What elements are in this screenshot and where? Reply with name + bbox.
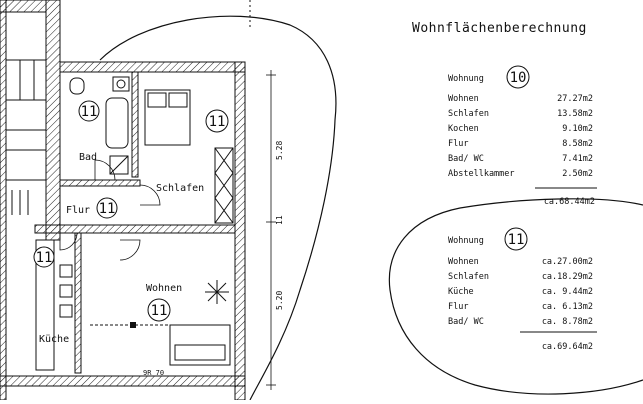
wall-kitchen-living — [74, 232, 82, 374]
svg-text:11: 11 — [36, 250, 53, 266]
apartment-11-number: 11 — [508, 232, 525, 248]
apt11-room: Wohnen — [448, 257, 479, 267]
apartment-10-number: 10 — [510, 70, 527, 86]
wall-corridor-bottom — [34, 224, 236, 234]
floor-plan: Bad Schlafen Flur Wohnen Küche 11 11 11 … — [0, 0, 337, 401]
dimension-bottom: 9R 70 — [143, 369, 164, 377]
dimension-line-right — [266, 70, 276, 390]
apartment-10-total: ca.68.44m2 — [544, 197, 595, 207]
sheet-title: Wohnflächenberechnung — [412, 21, 587, 36]
apt10-room: Flur — [448, 139, 468, 149]
apt11-room: Küche — [448, 287, 474, 297]
svg-text:11: 11 — [151, 303, 168, 319]
apt11-area: ca. 6.13m2 — [542, 302, 593, 312]
room-label-kueche: Küche — [39, 334, 69, 345]
apt10-area: 13.58m2 — [557, 109, 593, 119]
apt10-room: Schlafen — [448, 109, 489, 119]
stair-treads — [6, 59, 46, 215]
apt10-area: 2.50m2 — [562, 169, 593, 179]
wall-staircase — [45, 0, 61, 241]
unit-marker-flur: 11 — [96, 197, 118, 219]
door-kitchen — [59, 232, 78, 251]
kitchen-counter — [35, 239, 55, 371]
shower-fixture — [109, 155, 129, 175]
apartment-10-label: Wohnung — [448, 74, 484, 84]
dimension-lower: 5.20 — [275, 291, 284, 310]
apt11-room: Flur — [448, 302, 468, 312]
room-label-wohnen: Wohnen — [146, 283, 182, 294]
wall-corridor-top — [59, 179, 141, 187]
area-calculation: Wohnflächenberechnung Wohnung 10 Wohnen … — [388, 21, 643, 395]
apartment-11-table: Wohnung 11 Wohnen ca.27.00m2 Schlafen ca… — [448, 227, 597, 352]
apt11-area: ca.27.00m2 — [542, 257, 593, 267]
apt10-area: 8.58m2 — [562, 139, 593, 149]
dimension-middle: 11 — [275, 215, 284, 225]
room-label-schlafen: Schlafen — [156, 183, 204, 194]
door-bath — [94, 159, 116, 181]
wall-bath-bedroom — [131, 71, 139, 178]
room-label-bad: Bad — [79, 152, 97, 163]
wall-shaft — [0, 0, 47, 13]
unit-marker-living: 11 — [147, 298, 171, 322]
apt10-room: Abstellkammer — [448, 169, 515, 179]
revision-cloud-table — [388, 198, 643, 395]
unit-marker-bedroom: 11 — [205, 109, 229, 133]
toilet-fixture — [69, 77, 85, 95]
wall-right — [234, 61, 246, 401]
wall-left-outer — [0, 0, 7, 401]
svg-text:11: 11 — [99, 201, 116, 217]
apartment-11-total: ca.69.64m2 — [542, 342, 593, 352]
apt11-area: ca.18.29m2 — [542, 272, 593, 282]
unit-marker-bath: 11 — [78, 100, 100, 122]
apt11-area: ca. 8.78m2 — [542, 317, 593, 327]
apt10-room: Wohnen — [448, 94, 479, 104]
svg-text:11: 11 — [81, 104, 98, 120]
wall-bottom — [0, 375, 246, 387]
svg-text:11: 11 — [209, 114, 226, 130]
apt10-room: Kochen — [448, 124, 479, 134]
apartment-10-table: Wohnung 10 Wohnen 27.27m2 Schlafen 13.58… — [448, 65, 597, 207]
bed — [144, 89, 191, 146]
wardrobe — [214, 147, 234, 224]
bathtub-fixture — [105, 97, 129, 149]
apt10-area: 7.41m2 — [562, 154, 593, 164]
sofa — [169, 324, 231, 366]
apt10-area: 27.27m2 — [557, 94, 593, 104]
apt10-room: Bad/ WC — [448, 154, 484, 164]
room-label-flur: Flur — [66, 205, 90, 216]
sink-fixture — [112, 76, 130, 92]
apt11-room: Schlafen — [448, 272, 489, 282]
door-bedroom — [139, 184, 161, 206]
apt10-area: 9.10m2 — [562, 124, 593, 134]
plant-symbol — [205, 280, 229, 304]
apt11-area: ca. 9.44m2 — [542, 287, 593, 297]
living-table — [130, 322, 136, 328]
revision-cloud-plan — [99, 15, 337, 401]
unit-marker-kitchen: 11 — [33, 246, 55, 268]
door-living — [119, 239, 141, 261]
wall-top — [59, 61, 246, 73]
apartment-11-label: Wohnung — [448, 236, 484, 246]
dimension-upper: 5.28 — [275, 141, 284, 160]
apt11-room: Bad/ WC — [448, 317, 484, 327]
